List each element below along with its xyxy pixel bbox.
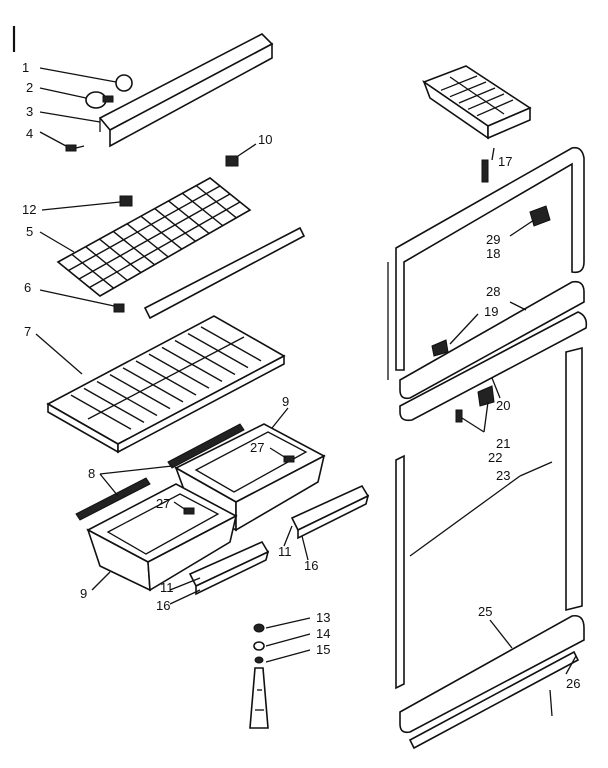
- bottom-trim-part: [408, 650, 580, 750]
- shelf-support-10-part: [225, 155, 239, 167]
- shelf-bracket-left-part: [113, 303, 125, 313]
- crisper-drawer-lower-part: [86, 483, 238, 592]
- light-bulb-part: [115, 74, 133, 92]
- callout-28: 28: [486, 284, 500, 299]
- callout-8: 8: [88, 466, 95, 481]
- callout-12: 12: [22, 202, 36, 217]
- fresh-food-door-gasket-part: [395, 346, 583, 690]
- leader-lines: [35, 67, 577, 675]
- ice-tray-spring-part: [481, 159, 489, 183]
- divider-part: [399, 280, 588, 422]
- callout-21: 21: [496, 436, 510, 451]
- callout-6: 6: [24, 280, 31, 295]
- callout-19: 19: [484, 304, 498, 319]
- callout-27-lower: 27: [156, 496, 170, 511]
- drawer-slide-upper-part: [290, 484, 370, 540]
- callout-23: 23: [496, 468, 510, 483]
- divider-clip-part: [455, 385, 495, 423]
- callout-15: 15: [316, 642, 330, 657]
- callout-labels: 1 2 3 4 5 6 7 8 9 9 10 11 11 12 13 14 15…: [22, 60, 580, 691]
- screw-part: [65, 144, 85, 152]
- callout-9-lower: 9: [80, 586, 87, 601]
- top-rail-part: [98, 33, 274, 148]
- callout-17: 17: [498, 154, 512, 169]
- callout-25: 25: [478, 604, 492, 619]
- callout-27-upper: 27: [250, 440, 264, 455]
- callout-26: 26: [566, 676, 580, 691]
- callout-10: 10: [258, 132, 272, 147]
- ice-tray-part: [422, 65, 532, 140]
- callout-9-upper: 9: [282, 394, 289, 409]
- bottom-gasket-part: [399, 614, 585, 734]
- freezer-door-gasket-part: [387, 146, 585, 380]
- scan-mark: [549, 689, 553, 717]
- callout-5: 5: [26, 224, 33, 239]
- callout-2: 2: [26, 80, 33, 95]
- callout-22: 22: [488, 450, 502, 465]
- drawer-roller-part: [183, 455, 295, 515]
- hinge-part: [431, 205, 551, 357]
- callout-1: 1: [22, 60, 29, 75]
- callout-7: 7: [24, 324, 31, 339]
- light-socket-part: [85, 91, 114, 109]
- callout-29: 29: [486, 232, 500, 247]
- wire-shelf-part: [56, 177, 306, 320]
- callout-16-lower: 16: [156, 598, 170, 613]
- callout-11-upper: 11: [278, 544, 292, 559]
- callout-20: 20: [496, 398, 510, 413]
- callout-4: 4: [26, 126, 33, 141]
- callout-3: 3: [26, 104, 33, 119]
- callout-16-upper: 16: [304, 558, 318, 573]
- callout-11-lower: 11: [160, 580, 174, 595]
- shelf-support-12-part: [119, 195, 133, 207]
- callout-14: 14: [316, 626, 330, 641]
- callout-13: 13: [316, 610, 330, 625]
- crisper-cover-part: [46, 315, 286, 454]
- callout-18: 18: [486, 246, 500, 261]
- crisper-drawer-upper-part: [174, 423, 326, 532]
- leveling-leg-part: [249, 623, 269, 729]
